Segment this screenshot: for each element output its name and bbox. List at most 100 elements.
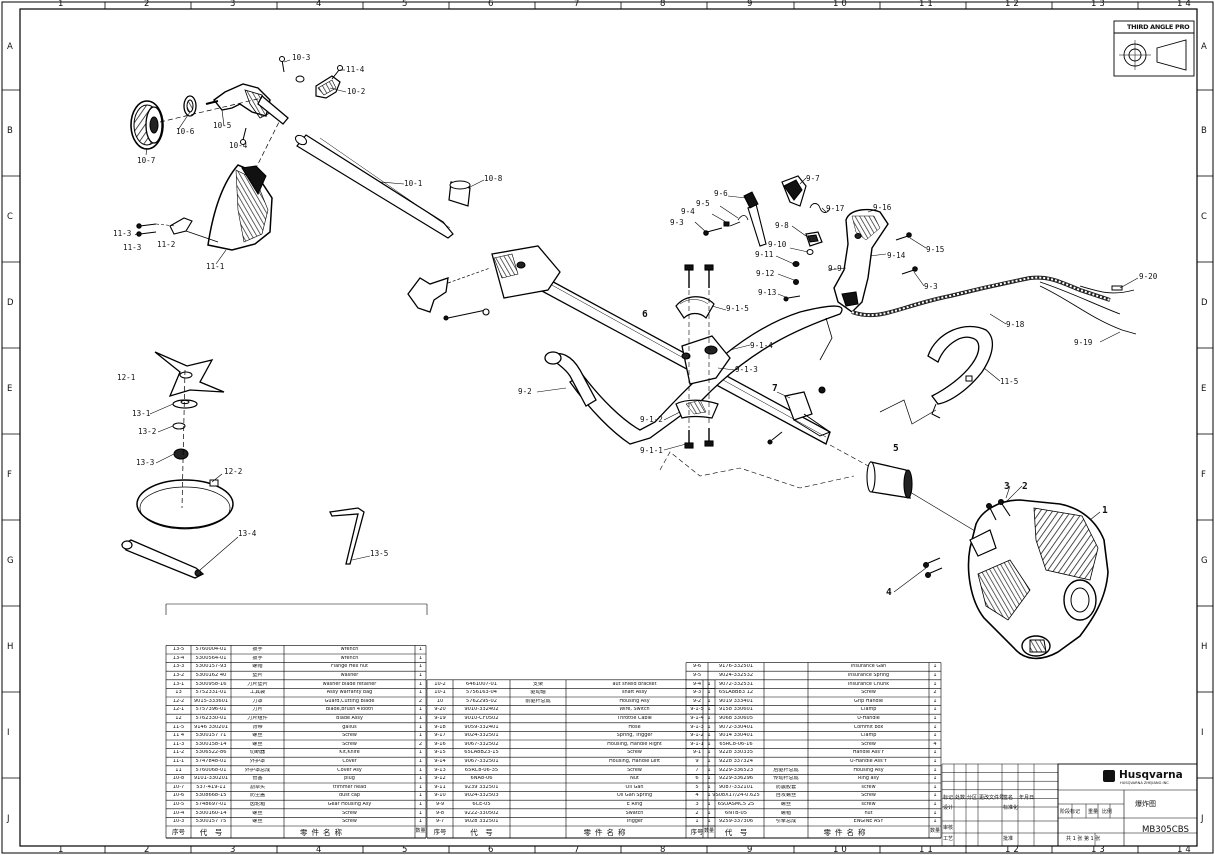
parts-cell-no: 6 [695, 776, 699, 782]
callout-label: 11-1 [206, 262, 225, 271]
parts-cell-qty: 1 [933, 681, 937, 687]
parts-cell-no: 10-5 [172, 802, 185, 807]
rev-label: 签名 [1003, 795, 1014, 801]
parts-cell-no: 3 [695, 802, 699, 807]
callout-label: 10-5 [213, 121, 232, 130]
parts-cell-code: 6NA8-06 [470, 776, 493, 782]
parts-cell-en: Grip Handle [853, 698, 884, 704]
frame-col-top: 9 [747, 0, 756, 9]
parts-cell-code: 9072-330401 [718, 724, 754, 730]
frame-col-top: 11 [919, 0, 936, 9]
parts-cell-qty: 1 [418, 802, 423, 807]
callout-label: 10-6 [176, 127, 195, 136]
parts-cell-en: gallus [342, 724, 357, 730]
parts-cell-code: 9010-CF0502 [464, 716, 499, 721]
parts-cell-qty: 1 [933, 698, 937, 704]
parts-cell-no: 9-8 [435, 810, 445, 816]
projection-box-title: THIRD ANGLE PRO [1127, 23, 1190, 31]
parts-cell-code: 537-419-11 [196, 784, 226, 790]
callout-label: 9-14 [887, 251, 906, 260]
parts-cell-no: 9-17 [434, 733, 446, 739]
parts-cell-code: 9229-336296 [718, 776, 754, 782]
frame-row-left: H [7, 642, 14, 652]
parts-cell-cn: 后驱杆总成 [773, 767, 799, 773]
parts-cell-cn: 自攻螺丝 [775, 793, 797, 799]
parts-cell-en: Kit,Knife [339, 750, 360, 756]
parts-cell-cn: 前驱杆总成 [525, 698, 551, 704]
parts-cell-no: 9-1-4 [690, 716, 704, 721]
parts-cell-en: Swatch [625, 810, 644, 816]
frame-row-right: H [1201, 642, 1208, 652]
parts-cell-code: 5757396-01 [195, 707, 227, 713]
parts-cell-code: 9239 332501 [464, 784, 499, 790]
frame-row-left: C [7, 212, 13, 222]
callout-label: 6 [642, 309, 648, 320]
parts-cell-no: 4 [695, 793, 699, 799]
callout-label: 3 [1004, 481, 1010, 492]
parts-cell-en: Spring, Trigger [616, 733, 653, 739]
parts-cell-en: Blade,Brush 4Tooth [325, 707, 374, 713]
throttle-handle-group [703, 175, 1137, 425]
callout-label: 10-8 [484, 174, 503, 183]
parts-cell-cn: 防尘盖 [249, 793, 266, 799]
frame-row-left: D [7, 298, 14, 308]
parts-cell-cn: 支架 [532, 681, 544, 687]
frame-col-bottom: 11 [919, 845, 936, 855]
sheet-info: 共 1 张 第 1 张 [1066, 836, 1101, 842]
parts-cell-en: Trigger [626, 819, 643, 825]
parts-cell-qty: 1 [933, 767, 937, 773]
parts-cell-code: 9024-332532 [718, 673, 754, 678]
parts-cell-no: 9-18 [434, 724, 446, 730]
parts-cell-no: 9-2 [692, 698, 702, 704]
frame-col-bottom: 7 [574, 845, 583, 855]
parts-cell-code: 5308668-15 [195, 793, 227, 799]
parts-cell-cn: 螺丝 [252, 741, 263, 747]
parts-cell-cn: 防震胶套 [775, 784, 797, 790]
parts-cell-en: Screw [861, 741, 876, 747]
frame-row-right: B [1201, 126, 1207, 136]
parts-cell-no: 11 [175, 767, 182, 773]
parts-cell-code: 5752331-01 [195, 690, 227, 696]
callout-label: 9-1-2 [640, 415, 663, 424]
table-header-name: 零件名称 [823, 827, 870, 837]
callout-label: 13-3 [136, 458, 155, 467]
parts-cell-cn: 刀罩 [252, 698, 263, 704]
parts-cell-code: 9101-330201 [193, 776, 229, 782]
parts-cell-qty: 1 [933, 784, 937, 790]
parts-cell-en: Housing Asy [619, 698, 650, 704]
parts-cell-no: 9 [695, 759, 699, 764]
callout-label: 13-5 [370, 549, 389, 558]
projection-symbol [1113, 20, 1195, 77]
parts-cell-cn: 垫片 [252, 673, 263, 678]
parts-cell-code: 6461007-01 [465, 681, 497, 687]
parts-cell-no: 10-3 [172, 819, 185, 825]
parts-cell-en: Nut [630, 776, 639, 782]
parts-cell-code: 65LA8B83 12 [718, 690, 754, 696]
parts-cell-qty: 1 [707, 750, 711, 756]
parts-cell-code: 6NTB-05 [725, 810, 747, 816]
callout-label: 9-10 [768, 240, 787, 249]
callout-label: 1 [1102, 505, 1108, 516]
parts-cell-cn: 驱动轴 [530, 690, 546, 696]
parts-cell-code: 9010-332402 [464, 707, 499, 713]
parts-cell-no: 2 [695, 810, 699, 816]
parts-cell-en: Commit box [853, 724, 884, 730]
callout-label: 9-1-5 [726, 304, 749, 313]
callout-label: 10-1 [404, 179, 423, 188]
parts-table-grid [165, 603, 1198, 847]
frame-row-left: E [7, 384, 13, 394]
role-label: 设计 [943, 805, 954, 811]
parts-cell-qty: 1 [933, 810, 937, 816]
parts-cell-en: Gear Housing Asy [327, 802, 372, 807]
parts-cell-code: 9024-332503 [464, 793, 499, 799]
frame-col-top: 13 [1091, 0, 1108, 9]
parts-cell-no: 11 4 [172, 733, 185, 739]
callout-label: 12-2 [224, 467, 243, 476]
parts-cell-no: 12 [175, 716, 182, 721]
parts-cell-no: 9-1-2 [690, 733, 704, 739]
parts-cell-code: 9228 337324 [718, 759, 754, 764]
parts-cell-qty: 1 [933, 716, 937, 721]
parts-cell-code: 5300158-14 [195, 741, 227, 747]
